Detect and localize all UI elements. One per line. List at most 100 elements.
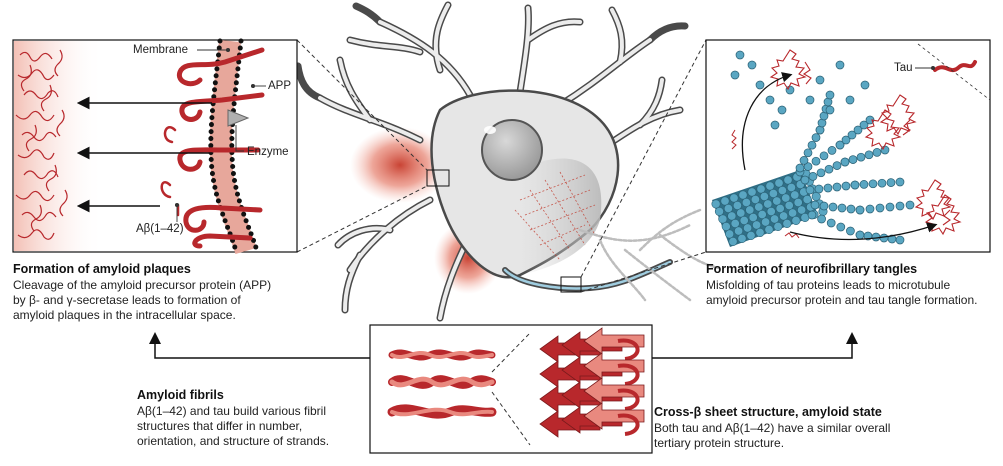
plaque-blob-upper [350, 127, 450, 203]
tau-bead [835, 140, 845, 150]
intracellular-tangles [514, 171, 596, 261]
tau-bead [832, 161, 842, 170]
tubulin-bead [723, 204, 733, 214]
membrane-label: Membrane [133, 44, 188, 56]
zoom-box-axon [560, 276, 582, 293]
zoom-box-membrane [426, 169, 450, 187]
tau-bead [747, 60, 757, 70]
tubulin-bead [711, 199, 721, 209]
app-label: APP [268, 80, 292, 92]
tau-bead [859, 120, 869, 130]
tubulin-bead [811, 192, 821, 202]
tau-bead [817, 214, 826, 224]
tau-bead [841, 181, 851, 191]
tau-bead [828, 202, 838, 212]
tubulin-bead [761, 217, 771, 227]
tau-bead [824, 164, 834, 174]
tubulin-bead [741, 198, 751, 208]
tubulin-bead [791, 216, 801, 226]
tau-bead [819, 151, 829, 161]
fibril-strands [387, 349, 497, 419]
tau-tangles [769, 49, 962, 236]
tau-bead [847, 130, 857, 140]
nucleus [481, 119, 543, 181]
tubulin-bead [790, 190, 800, 200]
fibrils-description: Aβ(1–42) and tau build various fibril st… [137, 404, 367, 449]
tau-bead [895, 201, 905, 211]
beta-turn [617, 413, 640, 436]
tubulin-bead [727, 211, 737, 221]
tau-bead [877, 178, 887, 188]
tubulin-bead [764, 225, 774, 235]
membrane-inner [229, 38, 260, 254]
tubulin-bead [757, 210, 767, 220]
tubulin-bead [734, 226, 744, 236]
tau-bead [840, 157, 850, 167]
crossbeta-desc-line: tertiary protein structure. [654, 436, 785, 450]
tubulin-bead [788, 208, 798, 218]
tau-bead [816, 168, 826, 178]
tubulin-bead [802, 195, 812, 205]
tau-bead [856, 152, 866, 162]
tubulin-bead [732, 201, 742, 211]
tubulin-bead [737, 234, 747, 244]
tubulin-bead [755, 228, 765, 238]
tubulin-bead [793, 198, 803, 208]
tau-bead [875, 203, 885, 213]
tubulin-bead [770, 214, 780, 224]
crossbeta-desc-line: Both tau and Aβ(1–42) have a similar ove… [654, 421, 891, 435]
tau-bead [905, 200, 915, 210]
tangles-title: Formation of neurofibrillary tangles [706, 262, 918, 276]
tau-bead [885, 202, 895, 212]
tau-bead [823, 183, 833, 193]
tau-bead [832, 182, 842, 192]
tubulin-bead [782, 219, 792, 229]
tangles-panel [705, 39, 991, 253]
tau-beads [730, 50, 915, 245]
tubulin-bead [772, 196, 782, 206]
tau-bead [810, 200, 820, 210]
tau-bead [800, 175, 810, 185]
tubulin-bead [718, 214, 728, 224]
tau-bead [864, 150, 874, 160]
tubulin-bead [781, 193, 791, 203]
tau-bead [871, 232, 881, 242]
tau-bead [868, 179, 878, 189]
release-arrows [76, 96, 212, 213]
tau-bead [895, 235, 905, 245]
tau-bead [836, 222, 846, 232]
plaque-fibrils [15, 49, 68, 240]
tubulin-bead [783, 175, 793, 185]
beta-turn [617, 338, 640, 361]
tau-bead [765, 95, 775, 105]
plaques-desc-line: Cleavage of the amyloid precursor protei… [13, 278, 272, 292]
tubulin-bead [797, 205, 807, 215]
tau-bead [795, 163, 805, 173]
tau-bead [845, 95, 855, 105]
tubulin-bead [721, 222, 731, 232]
tau-bead [755, 80, 765, 90]
tubulin-bead [750, 195, 760, 205]
tau-bead [846, 226, 855, 236]
enzyme-label: Enzyme [247, 146, 289, 158]
tubulin-bead [746, 231, 756, 241]
tubulin-bead [752, 220, 762, 230]
tubulin-bead [748, 213, 758, 223]
tubulin-bead [756, 184, 766, 194]
tubulin-bead [714, 207, 724, 217]
tau-bead [807, 210, 817, 220]
tau-bead [805, 95, 815, 105]
crossbeta-title: Cross-β sheet structure, amyloid state [654, 405, 882, 419]
plaques-panel [12, 38, 298, 255]
tangles-desc-line: Misfolding of tau proteins leads to micr… [706, 278, 951, 292]
abeta-label: Aβ(1–42) [136, 223, 184, 235]
tau-bead [730, 70, 740, 80]
fibrils-desc-line: orientation, and structure of strands. [137, 434, 330, 448]
tau-bead [855, 230, 865, 240]
tubulin-bead [754, 202, 764, 212]
tubulin-bead [743, 223, 753, 233]
tubulin-bead [745, 205, 755, 215]
tau-bead [886, 178, 896, 187]
fibrils-desc-line: Aβ(1–42) and tau build various fibril [137, 404, 327, 418]
